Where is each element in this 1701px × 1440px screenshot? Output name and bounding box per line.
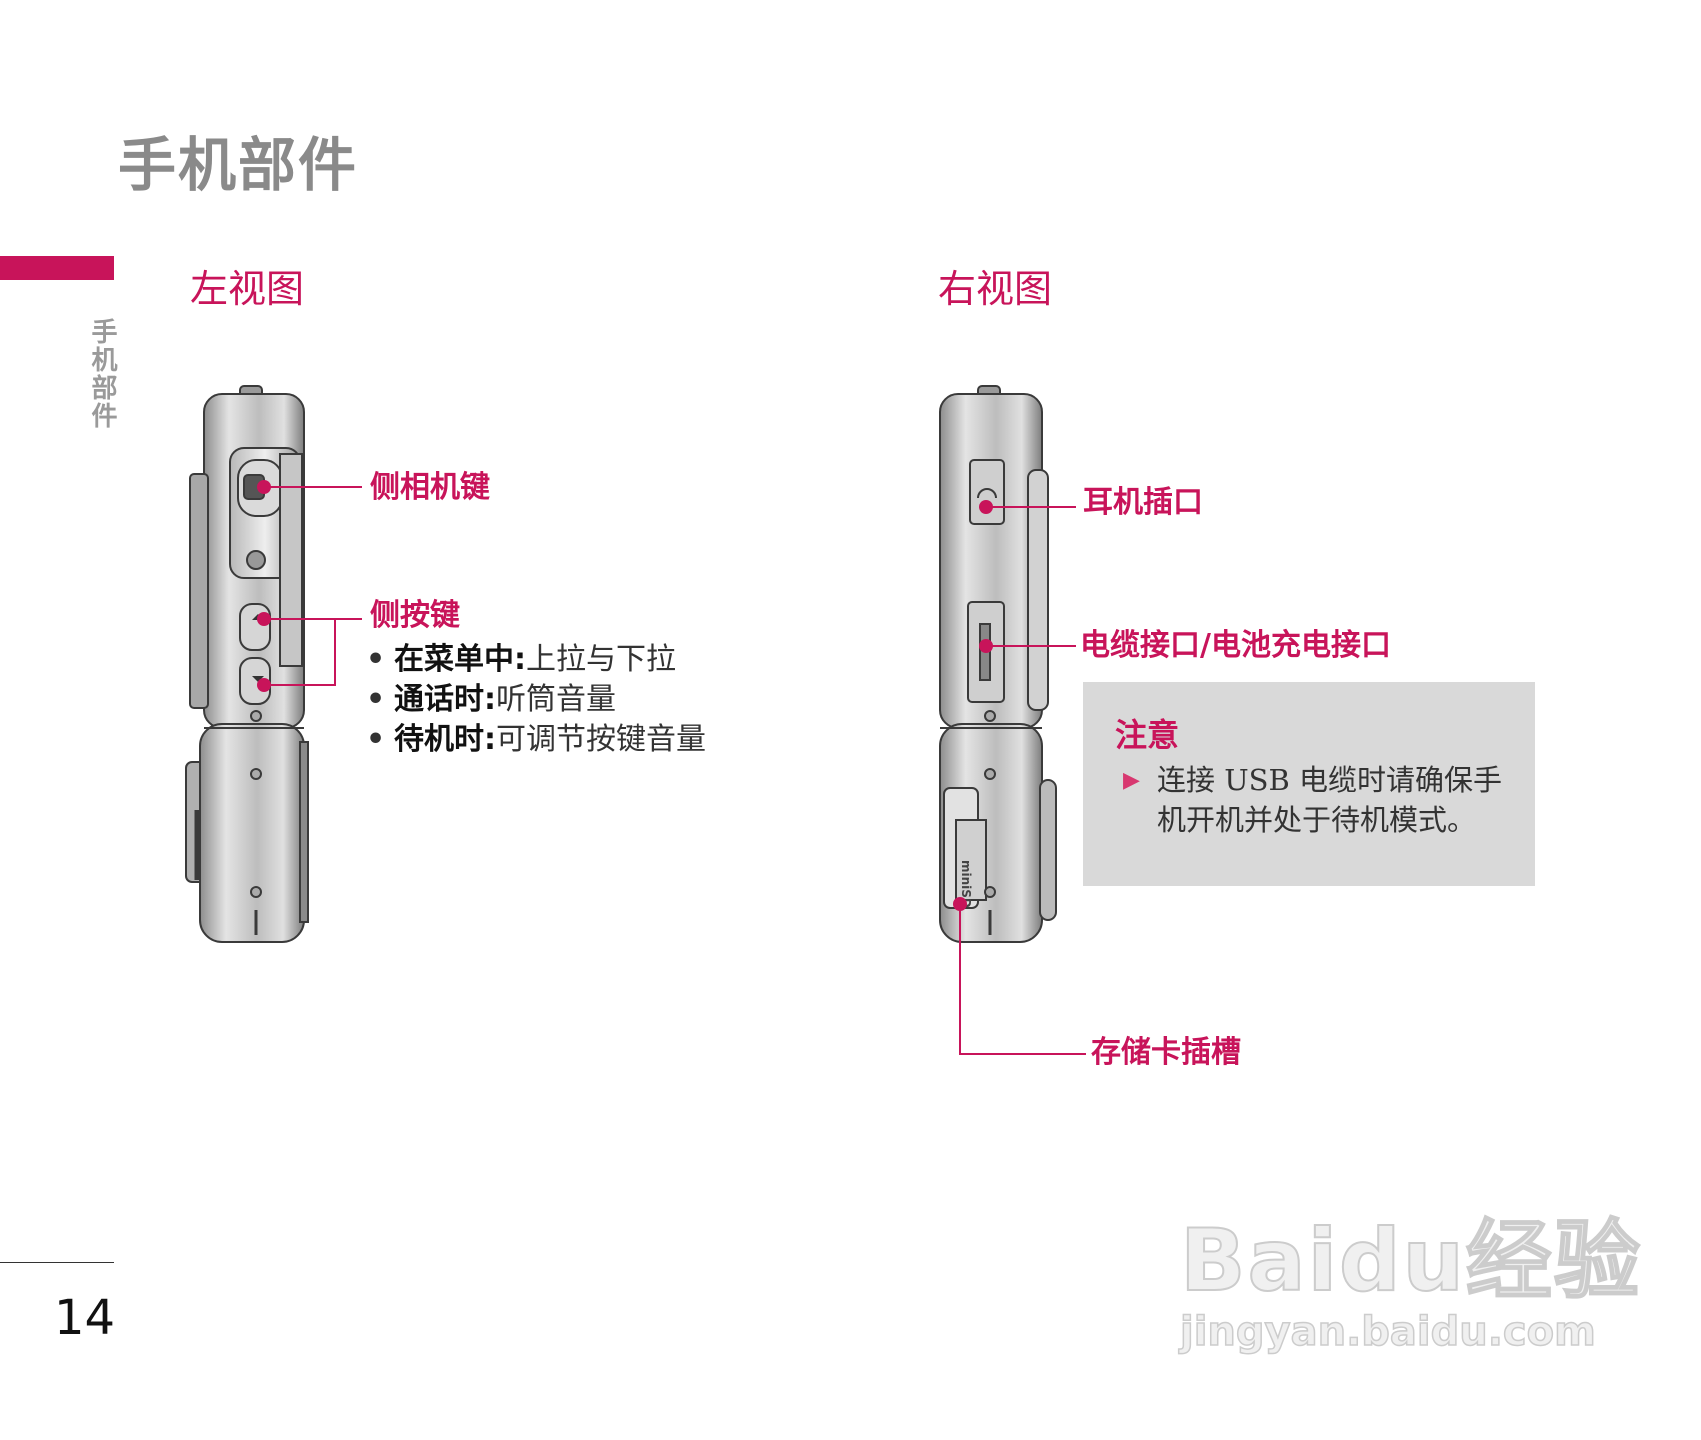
label-side-camera-key: 侧相机键 (370, 462, 490, 506)
left-side-phone (186, 386, 308, 942)
bullet-dot: • (366, 720, 394, 760)
bullet-term: 通话时: (394, 682, 496, 717)
bullet-item: •待机时:可调节按键音量 (366, 720, 706, 760)
bullet-dot: • (366, 680, 394, 720)
note-box: 注意 ▶ 连接 USB 电缆时请确保手机开机并处于待机模式。 (1083, 682, 1535, 886)
label-side-keys: 侧按键 (370, 590, 460, 634)
bullet-text: 上拉与下拉 (526, 642, 676, 677)
page-number: 14 (54, 1290, 115, 1346)
bullet-dot: • (366, 640, 394, 680)
bullet-item: •通话时:听筒音量 (366, 680, 706, 720)
label-earphone-jack: 耳机插口 (1083, 477, 1203, 521)
bullet-term: 在菜单中: (394, 642, 526, 677)
label-memory-card-slot: 存储卡插槽 (1091, 1027, 1241, 1071)
baidu-watermark: Baidu经验 jingyan.baidu.com (1180, 1190, 1642, 1355)
footer-rule (0, 1262, 114, 1263)
right-side-phone (940, 386, 1056, 942)
triangle-bullet-icon: ▶ (1123, 768, 1140, 793)
note-text: 连接 USB 电缆时请确保手机开机并处于待机模式。 (1157, 760, 1517, 840)
bullet-term: 待机时: (394, 722, 496, 757)
label-cable-port: 电缆接口/电池充电接口 (1080, 620, 1391, 664)
bullet-text: 听筒音量 (496, 682, 616, 717)
watermark-brand: Baidu经验 (1180, 1190, 1642, 1315)
note-title: 注意 (1115, 710, 1179, 756)
side-keys-bullet-list: •在菜单中:上拉与下拉 •通话时:听筒音量 •待机时:可调节按键音量 (366, 640, 706, 760)
bullet-text: 可调节按键音量 (496, 722, 706, 757)
watermark-url: jingyan.baidu.com (1180, 1309, 1642, 1355)
bullet-item: •在菜单中:上拉与下拉 (366, 640, 706, 680)
